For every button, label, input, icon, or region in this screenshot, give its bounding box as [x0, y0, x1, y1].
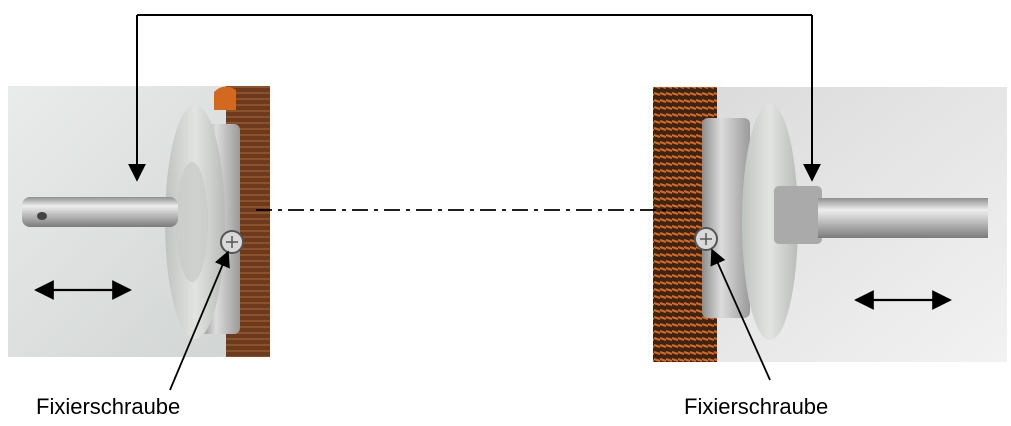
pointer-arrow-right [710, 248, 771, 381]
fixing-screw-label-left: Fixierschraube [36, 394, 181, 419]
left-photo [8, 86, 270, 357]
right-collar [774, 186, 822, 244]
right-hex-shaft [818, 198, 988, 238]
left-shaft [22, 197, 178, 227]
right-hub [702, 118, 750, 318]
right-photo [653, 87, 1007, 362]
fixing-screw-label-right: Fixierschraube [684, 394, 829, 419]
right-cap [742, 104, 798, 340]
connector-arrow [128, 14, 821, 182]
pointer-arrow-left [169, 250, 230, 391]
